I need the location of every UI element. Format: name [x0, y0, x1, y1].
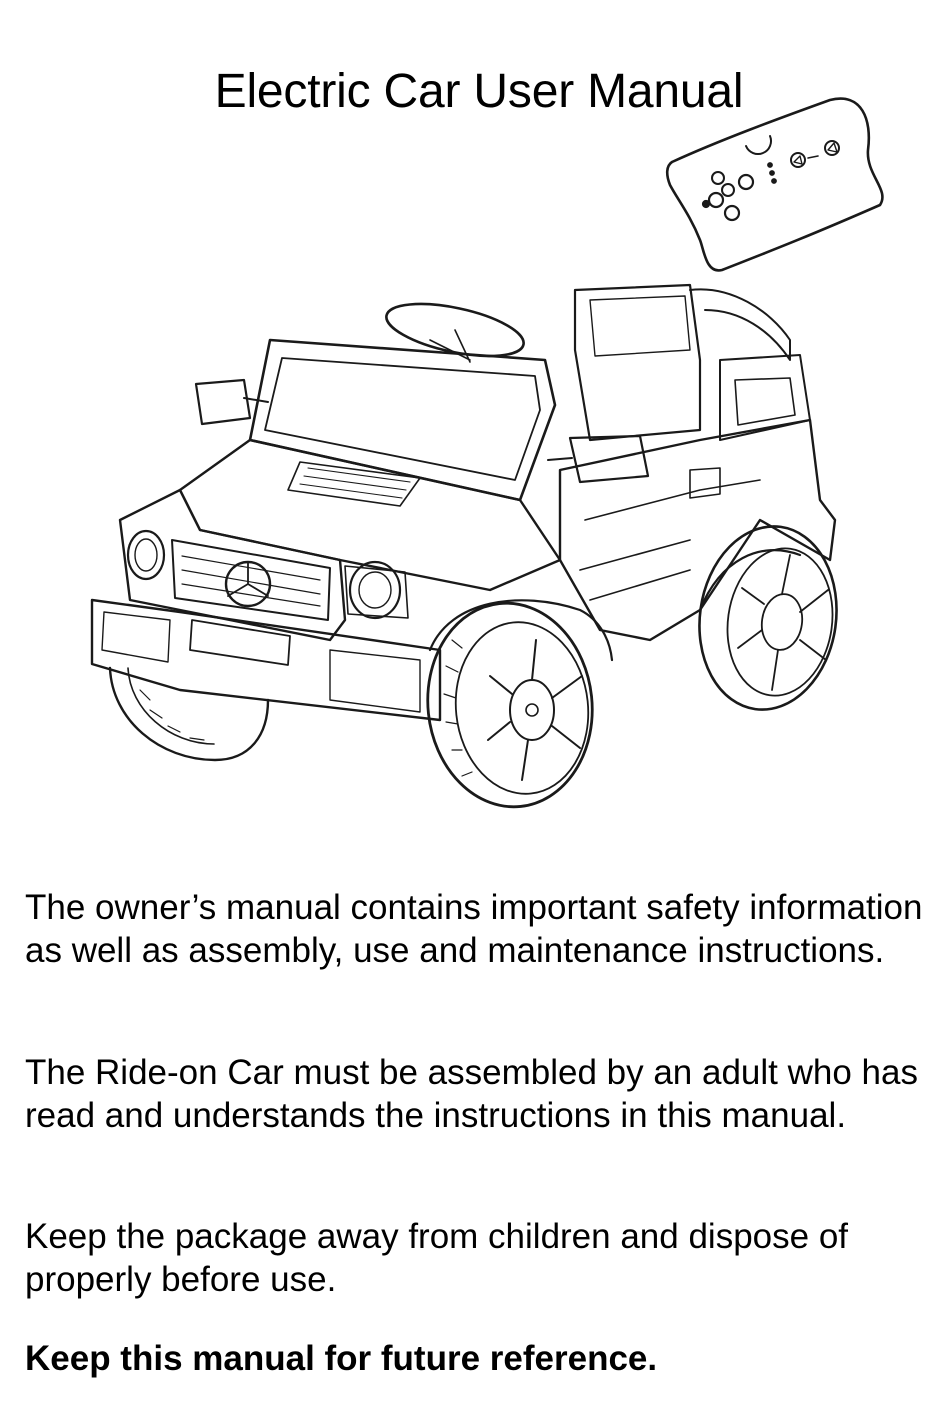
package-warning-paragraph: Keep the package away from children and …: [25, 1217, 849, 1299]
assembly-paragraph: The Ride-on Car must be assembled by an …: [25, 1053, 918, 1135]
safety-info-paragraph: The owner’s manual contains important sa…: [25, 888, 923, 970]
remote-control-illustration: [665, 97, 884, 272]
keep-manual-notice: Keep this manual for future reference.: [25, 1339, 658, 1378]
page-title: Electric Car User Manual: [214, 65, 744, 119]
ride-on-car-illustration: [90, 283, 838, 809]
car-illustration: [90, 97, 884, 809]
